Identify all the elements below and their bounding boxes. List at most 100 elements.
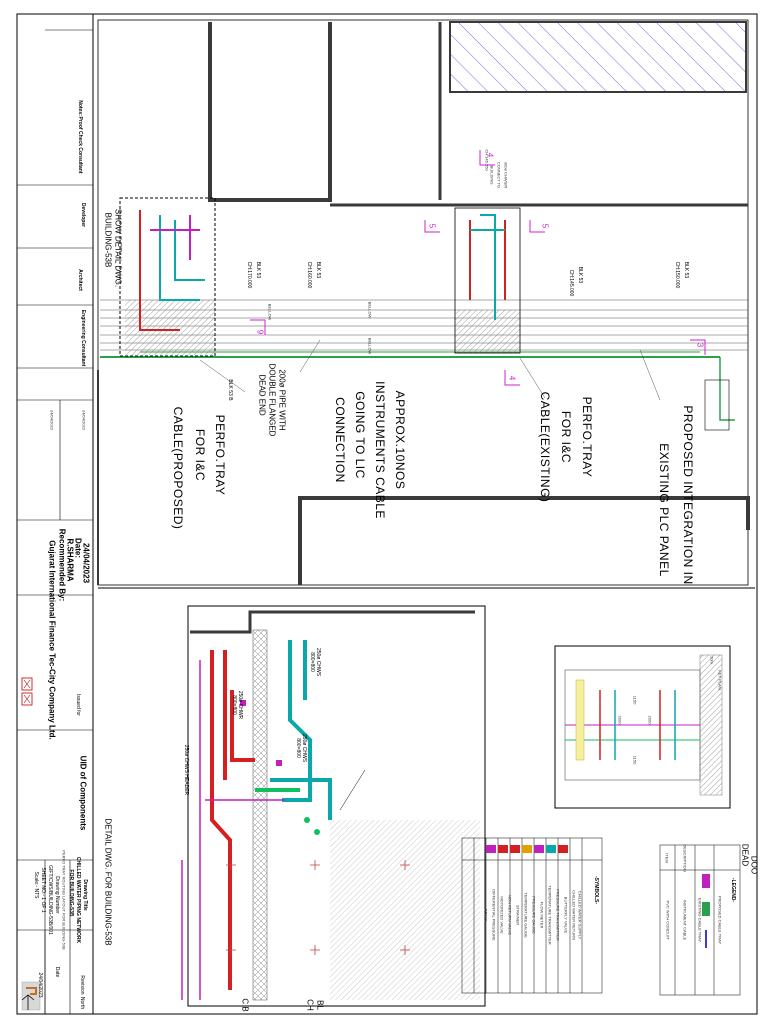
chws-label-1: 250ø CHWS — [315, 647, 321, 677]
detail-view — [181, 605, 486, 1007]
perfo-tray-proposed-note: PERFO.TRAY — [213, 414, 227, 496]
section-4a: 4 — [507, 375, 517, 381]
key-plan-dim-5: 20m — [709, 656, 715, 664]
leader-lines — [199, 339, 661, 401]
notes-label: Notes: — [77, 100, 83, 116]
symbol-13: DRAIN — [483, 908, 489, 922]
hatched-zone — [449, 21, 747, 93]
sheet-border — [16, 13, 758, 1015]
ch-label-b: CH:145.000 — [568, 269, 574, 297]
detail-caption: DETAIL DWG. FOR BUILDING-53B — [103, 818, 113, 946]
key-plan-dim-1: 1150 — [632, 695, 638, 705]
show-detail-note-2: BUILDING-53B — [103, 212, 113, 268]
revision-label: Revision — [79, 975, 85, 995]
legend-item-4: PVC WITH CONDUIT — [665, 900, 671, 940]
symbol-10: NON RETURN VALVE — [507, 894, 513, 936]
doo-partial: DOO — [749, 855, 759, 875]
valve-pit-left — [119, 197, 216, 357]
architect-label: Architect — [77, 269, 83, 291]
instruments-cable-note: APPROX.10NOS — [393, 390, 407, 490]
symbol-7: PRESSURE GAUGE — [531, 896, 537, 934]
dead-end-partial: DEAD — [740, 843, 750, 867]
issued-for-stamps — [21, 677, 33, 706]
developer-label: Developer — [80, 202, 86, 228]
building-wall — [208, 22, 332, 202]
symbol-8: TEMPERATURE GAUGE — [523, 892, 529, 938]
proof-check-label: Proof Check Consultant — [77, 116, 83, 174]
blk53b-label: BLK 53 B — [227, 379, 233, 401]
building-wall — [298, 496, 750, 585]
symbol-5: TEMPERATURE TRANSMITTER — [547, 885, 553, 945]
title-block — [17, 29, 93, 1014]
drawing-name: PERFO TRAY ROUTING LAYOUT FOR BUILDING-5… — [61, 850, 67, 950]
proposed-integration-note-2: EXISTING PLC PANEL — [657, 443, 671, 577]
sheet-number: SHEET NO:- 1 OF 1 — [40, 867, 46, 913]
detail-hatched-slab — [330, 820, 480, 1000]
symbol-1: CHILLED WATER SUPPLY — [577, 890, 583, 940]
detail-supports — [226, 860, 410, 955]
revision-date-2: 24/04/2023 — [81, 409, 87, 431]
project-title: CHILLED WATER PIPING NETWORK — [75, 856, 81, 944]
detail-hatched-wall — [252, 629, 268, 1001]
ch-label-c: CH:160.000 — [306, 261, 312, 289]
symbols-title: -SYMBOLS- — [593, 875, 599, 905]
chws-label-2b: 800×800 — [295, 738, 301, 758]
issued-for-label: Issued for — [75, 694, 81, 716]
detail-valves — [240, 700, 320, 835]
bellow-label-2: BELLOW — [367, 337, 373, 355]
center-pit-piping — [469, 214, 506, 320]
legend-title: -LEGEND- — [730, 877, 736, 903]
dead-end-note: 200ø PIPE WITH — [277, 369, 287, 431]
perfo-tray-existing-note-2: FOR I&C — [559, 410, 573, 464]
tray-riser — [719, 357, 735, 421]
detail-piping — [210, 640, 332, 990]
date-label: Date — [54, 966, 60, 978]
main-plan — [97, 19, 750, 586]
connect-note-2: CONNECT TO — [496, 161, 502, 189]
blk-label-b: BLK 53 — [577, 266, 583, 284]
symbol-11: MOTORIZED VALVE — [499, 896, 505, 934]
proposed-integration-note: PROPOSED INTEGRATION IN — [681, 405, 695, 585]
cb-partial: C B — [240, 998, 250, 1012]
uid-label: UID of Components — [78, 755, 88, 831]
legend-header-desc: DESCRIPTION — [682, 844, 688, 872]
blk-label-a: BLK 53 — [683, 261, 689, 279]
north-arrow-icon — [21, 994, 35, 1010]
symbol-3: BUTTERFLY VALVE — [563, 896, 569, 934]
instruments-cable-note-4: CONNECTION — [333, 397, 347, 483]
section-9: 9 — [255, 329, 265, 335]
legend-item-3: INSTRUMENT CABLE — [682, 899, 688, 941]
key-plan-dim-2: 1150 — [632, 755, 638, 765]
legend-item-1: PROPOSED CABLE TRAY — [717, 895, 723, 945]
bellow-label-1: BELLOW — [367, 301, 373, 319]
symbol-4: PRESSURE TRANSMITTER — [555, 889, 561, 941]
perfo-tray-proposed-note-2: FOR I&C — [193, 428, 207, 482]
project-subtitle: FOR BUILDING-53B — [68, 869, 74, 917]
north-label: North — [79, 996, 85, 1010]
show-detail-note: SHOW DETAIL DWG. — [113, 208, 123, 288]
symbol-2: CHILLED WATER RETURN — [571, 890, 577, 940]
perfo-tray-proposed-note-3: CABLE(PROPOSED) — [171, 406, 185, 530]
date: 24/04/2023 — [37, 972, 43, 998]
blk-label-c: BLK 53 — [315, 261, 321, 279]
chwr-label-1: 250ø CHWR — [237, 690, 243, 720]
section-5a: 5 — [427, 223, 437, 229]
perfo-tray-existing-note-3: CABLE(EXISTING) — [538, 391, 552, 503]
bl-partial: BL — [315, 1000, 325, 1010]
bellow-label-3: BELLOW — [267, 303, 273, 321]
legend-table — [659, 844, 741, 996]
symbols-table — [461, 837, 603, 994]
section-5b: 5 — [540, 223, 550, 229]
drawing-number: GIFT/CWS/BUILDING-53B/001 — [47, 865, 53, 935]
key-plan — [554, 645, 731, 809]
scale: Scale:- NTS — [33, 871, 39, 899]
key-plan-title: KEY PLAN — [717, 670, 723, 690]
chws-label-1b: 800×800 — [309, 652, 315, 672]
engineering-consultant-label: Engineering Consultant — [80, 309, 86, 367]
symbol-12: DIFFERENTIAL PRESSURE — [491, 889, 497, 941]
symbol-9: STRAINER — [515, 904, 521, 926]
section-marks — [250, 150, 706, 386]
legend-item-2: EXISTING CABLE TRAY — [697, 897, 703, 943]
instruments-cable-note-3: GOING TO LIC — [353, 391, 367, 479]
